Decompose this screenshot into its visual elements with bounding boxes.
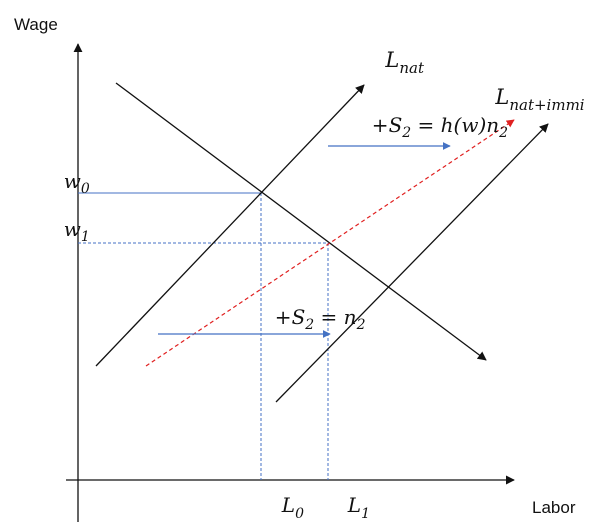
- l-nat-immi-supply-curve: [145, 119, 515, 367]
- upper-shift-rhs-sub: 2: [498, 125, 508, 141]
- l-nat-label: Lnat: [352, 48, 444, 78]
- l-nat-immi-label-sub: nat+immi: [509, 96, 584, 114]
- upper-shift-rhs: h(w)n: [441, 113, 500, 137]
- l-nat-label-sub: nat: [399, 59, 425, 77]
- lower-shift-plus: +: [275, 305, 292, 329]
- w1-label: w1: [32, 217, 109, 246]
- labor-demand-curve: [115, 82, 487, 361]
- w1-label-main: w: [64, 217, 81, 241]
- l0-label-main: L: [281, 493, 295, 517]
- upper-shift-s: S: [389, 113, 403, 137]
- l1-label-main: L: [347, 493, 361, 517]
- w0-label-sub: 0: [81, 181, 90, 197]
- l0-label-sub: 0: [295, 506, 304, 522]
- lower-shift-rhs-sub: 2: [356, 317, 366, 333]
- l1-label: L1: [316, 493, 389, 523]
- lower-shift-rhs: n: [344, 305, 357, 329]
- w0-label-main: w: [64, 169, 81, 193]
- l-nat-supply-curve: [95, 84, 365, 367]
- w0-label: w0: [32, 169, 109, 198]
- w1-label-sub: 1: [81, 229, 90, 245]
- lower-shift-eq: =: [314, 305, 343, 329]
- l0-label: L0: [250, 493, 323, 523]
- lower-shift-equation: +S2 = n2: [243, 305, 385, 334]
- upper-shift-plus: +: [372, 113, 389, 137]
- l-nat-immi-label: Lnat+immi: [462, 85, 603, 115]
- upper-shift-eq: =: [411, 113, 440, 137]
- lower-shift-s-sub: 2: [304, 317, 314, 333]
- lower-shift-s: S: [292, 305, 306, 329]
- x-axis-title: Labor: [532, 498, 576, 517]
- l-nat-immi-label-main: L: [494, 85, 509, 109]
- upper-shift-s-sub: 2: [401, 125, 411, 141]
- l-nat-label-main: L: [384, 48, 399, 72]
- l1-label-sub: 1: [361, 506, 370, 522]
- upper-shift-equation: +S2 = h(w)n2: [340, 113, 527, 142]
- y-axis-title: Wage: [14, 15, 58, 34]
- shifted-supply-curve: [275, 123, 549, 403]
